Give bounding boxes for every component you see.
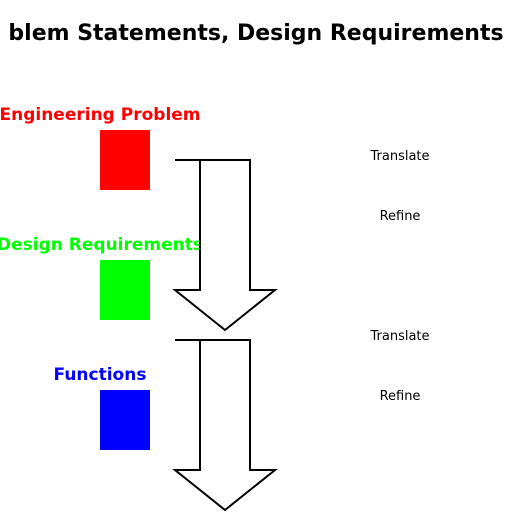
transition-2-translate: Translate <box>369 329 429 344</box>
stage-label-functions: Functions <box>54 365 147 385</box>
stage-box-engineering-problem <box>100 130 150 190</box>
stage-box-design-requirements <box>100 260 150 320</box>
stage-label-design-requirements: Design Requirements <box>0 235 203 255</box>
transition-1-refine: Refine <box>380 209 421 224</box>
down-arrow-1 <box>172 159 278 332</box>
stage-label-engineering-problem: Engineering Problem <box>0 105 201 125</box>
diagram-title: blem Statements, Design Requirements <box>8 21 503 46</box>
transition-1-translate: Translate <box>369 149 429 164</box>
stage-box-functions <box>100 390 150 450</box>
transition-2-refine: Refine <box>380 389 421 404</box>
down-arrow-2 <box>172 339 278 512</box>
